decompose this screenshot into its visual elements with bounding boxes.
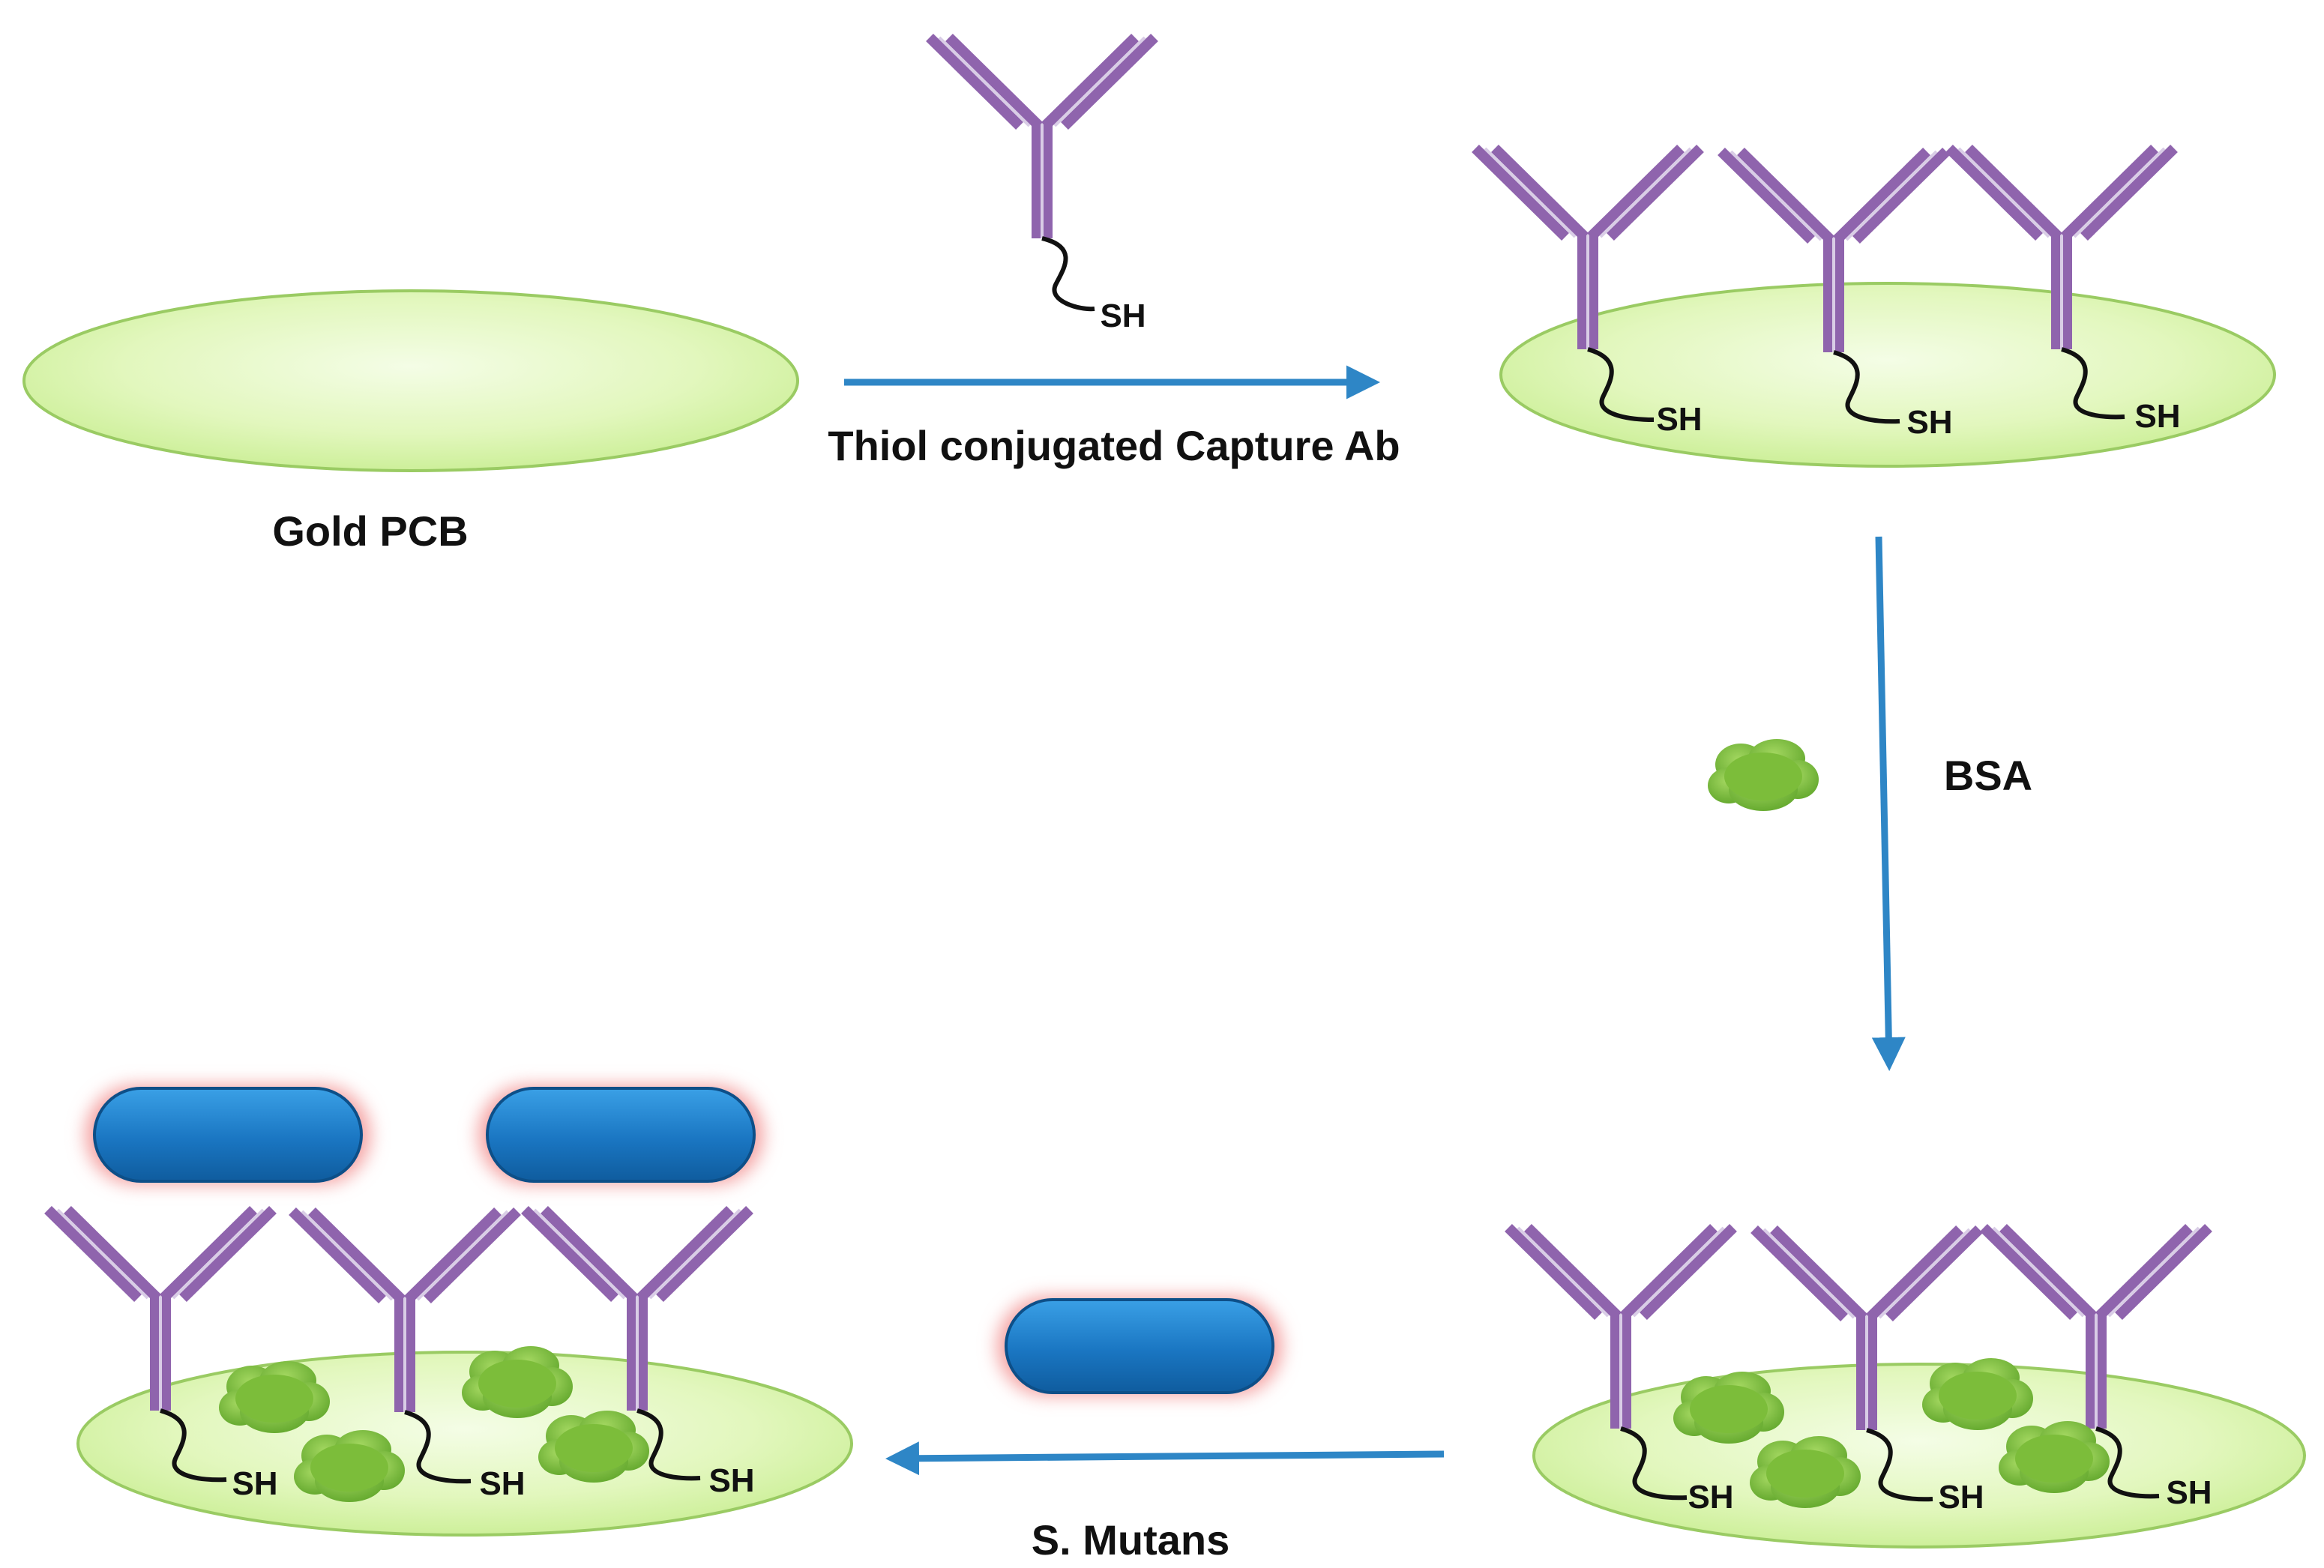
thiol-group-label: SH: [1938, 1479, 1984, 1516]
thiol-group-label: SH: [2166, 1474, 2212, 1511]
gold-pcb-label: Gold PCB: [272, 507, 468, 555]
thiol-group-label: SH: [1100, 298, 1146, 334]
bsa-molecule: [1708, 739, 1819, 811]
mutans-step-label: S. Mutans: [1032, 1516, 1229, 1564]
thiol-capture-antibody: [930, 37, 1155, 312]
antibody-modified-electrode: [1475, 148, 2276, 468]
thiol-group-label: SH: [232, 1465, 277, 1502]
s-mutans-bacterium: [997, 1297, 1282, 1396]
thiol-group-label: SH: [1906, 404, 1952, 441]
thiol-group-label: SH: [2134, 398, 2180, 435]
step-arrow-blocking: [1871, 536, 1906, 1071]
thiol-group-label: SH: [1688, 1479, 1733, 1516]
step-arrow-capture: [885, 1441, 1445, 1476]
gold-pcb-electrode: [22, 289, 799, 472]
thiol-group-label: SH: [479, 1465, 525, 1502]
bsa-step-label: BSA: [1944, 752, 2032, 799]
bsa-blocked-electrode: [1508, 1228, 2306, 1549]
thiol-step-label: Thiol conjugated Capture Ab: [828, 422, 1400, 469]
thiol-group-label: SH: [1656, 401, 1702, 438]
bacteria-captured-electrode: [48, 1085, 853, 1537]
thiol-group-label: SH: [708, 1462, 754, 1499]
